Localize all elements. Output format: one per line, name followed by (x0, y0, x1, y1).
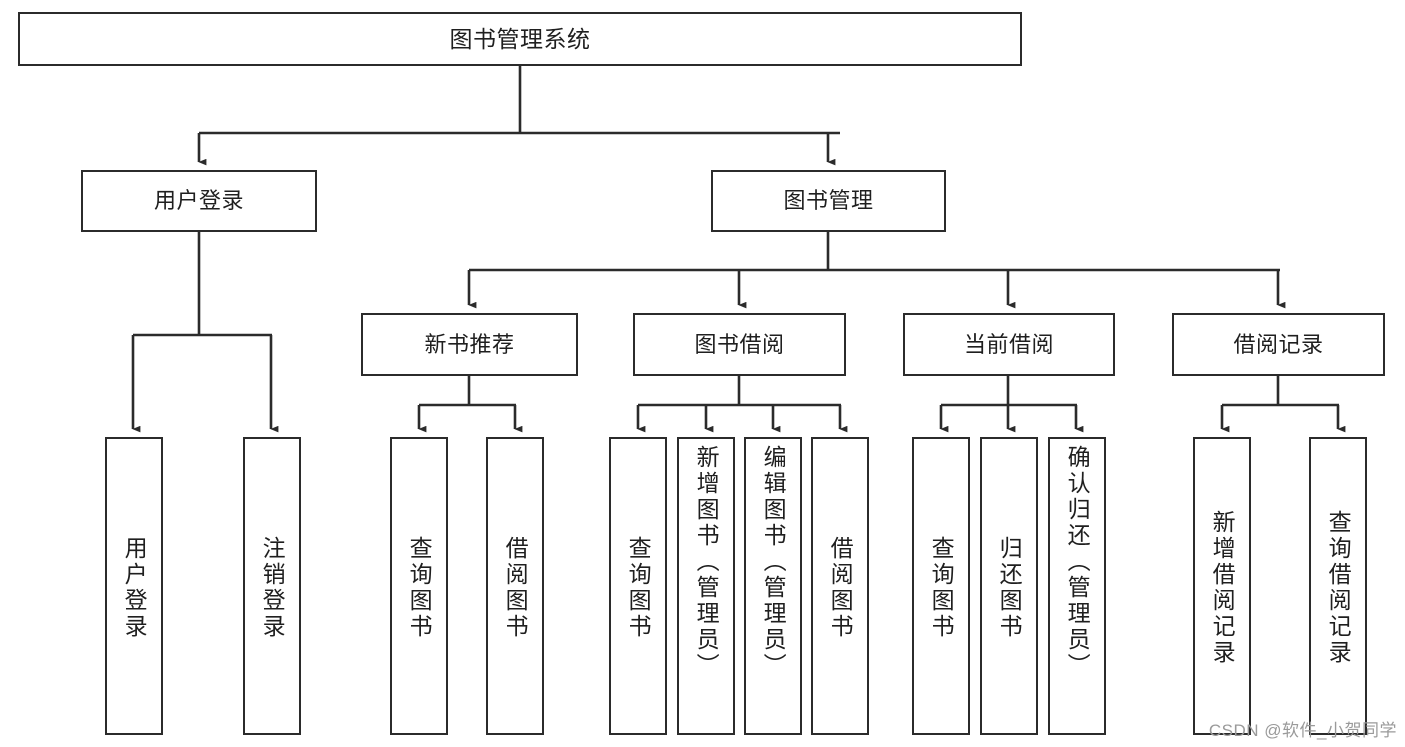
node-borrow-record-label: 借阅记录 (1233, 331, 1324, 357)
node-leaf-return-book[interactable]: 归还图书 (980, 437, 1038, 735)
node-leaf-borrow-book-recommend[interactable]: 借阅图书 (486, 437, 544, 735)
node-leaf-add-book-admin-label: 新增图书（管理员） (693, 445, 720, 679)
node-new-book-recommend-label: 新书推荐 (424, 331, 515, 357)
node-leaf-borrow-book[interactable]: 借阅图书 (811, 437, 869, 735)
node-leaf-confirm-return-admin-label: 确认归还（管理员） (1064, 445, 1091, 679)
node-borrow-record[interactable]: 借阅记录 (1172, 313, 1385, 376)
node-leaf-confirm-return-admin[interactable]: 确认归还（管理员） (1048, 437, 1106, 735)
node-leaf-return-book-label: 归还图书 (996, 536, 1023, 640)
node-leaf-edit-book-admin[interactable]: 编辑图书（管理员） (744, 437, 802, 735)
node-leaf-query-book-borrow[interactable]: 查询图书 (609, 437, 667, 735)
node-leaf-add-book-admin[interactable]: 新增图书（管理员） (677, 437, 735, 735)
node-leaf-query-book-current[interactable]: 查询图书 (912, 437, 970, 735)
node-leaf-borrow-book-label: 借阅图书 (827, 536, 854, 640)
node-leaf-logout-label: 注销登录 (259, 536, 286, 640)
node-leaf-user-login-label: 用户登录 (121, 536, 148, 640)
node-root-system-label: 图书管理系统 (449, 25, 591, 52)
node-leaf-borrow-book-recommend-label: 借阅图书 (502, 536, 529, 640)
node-leaf-query-borrow-record-label: 查询借阅记录 (1325, 510, 1352, 666)
node-user-login-label: 用户登录 (153, 188, 244, 214)
node-current-borrow[interactable]: 当前借阅 (903, 313, 1115, 376)
node-book-borrow-label: 图书借阅 (694, 331, 785, 357)
node-root-system[interactable]: 图书管理系统 (18, 12, 1022, 66)
node-book-management-label: 图书管理 (783, 188, 874, 214)
node-new-book-recommend[interactable]: 新书推荐 (361, 313, 578, 376)
node-leaf-query-book-recommend[interactable]: 查询图书 (390, 437, 448, 735)
node-leaf-edit-book-admin-label: 编辑图书（管理员） (760, 445, 787, 679)
node-leaf-add-borrow-record[interactable]: 新增借阅记录 (1193, 437, 1251, 735)
node-leaf-logout[interactable]: 注销登录 (243, 437, 301, 735)
node-leaf-query-book-current-label: 查询图书 (928, 536, 955, 640)
node-user-login[interactable]: 用户登录 (81, 170, 317, 232)
node-book-borrow[interactable]: 图书借阅 (633, 313, 846, 376)
node-current-borrow-label: 当前借阅 (963, 331, 1054, 357)
node-book-management[interactable]: 图书管理 (711, 170, 946, 232)
node-leaf-query-book-borrow-label: 查询图书 (625, 536, 652, 640)
node-leaf-add-borrow-record-label: 新增借阅记录 (1209, 510, 1236, 666)
node-leaf-user-login[interactable]: 用户登录 (105, 437, 163, 735)
node-leaf-query-book-recommend-label: 查询图书 (406, 536, 433, 640)
node-leaf-query-borrow-record[interactable]: 查询借阅记录 (1309, 437, 1367, 735)
